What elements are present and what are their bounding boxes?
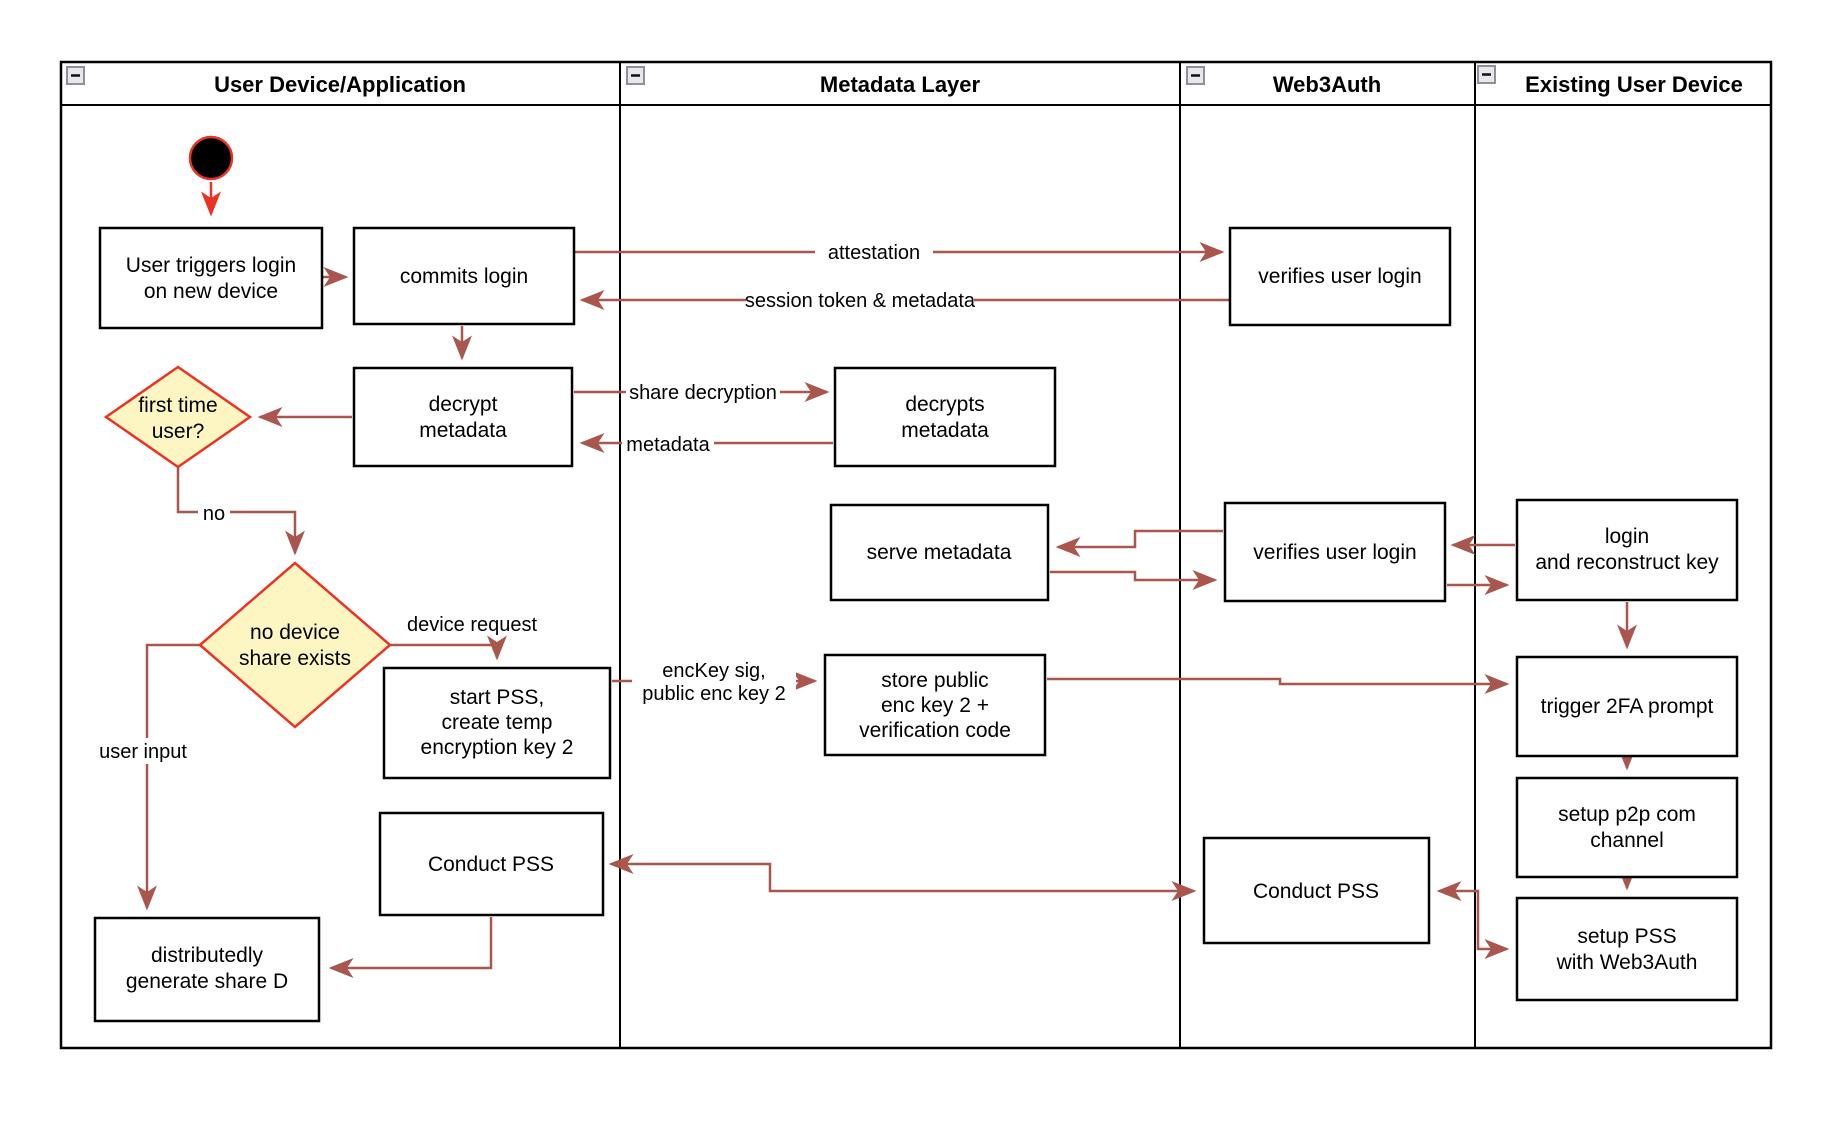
svg-text:start PSS,: start PSS, [450, 686, 545, 709]
svg-text:with Web3Auth: with Web3Auth [1556, 951, 1698, 974]
edge-label-attestation: attestation [815, 239, 933, 265]
svg-text:store public: store public [881, 669, 988, 692]
node-commits-login[interactable]: commits login [352, 226, 576, 326]
node-verifies-user-login-2[interactable]: verifies user login [1223, 501, 1447, 603]
svg-text:attestation: attestation [828, 242, 920, 264]
svg-text:User triggers login: User triggers login [126, 254, 296, 277]
svg-text:no device: no device [250, 621, 340, 644]
edge-user-input [137, 643, 200, 911]
edge-conduct-pss-link [608, 854, 1197, 901]
edge-store-to-2fa [1047, 674, 1510, 694]
svg-text:serve metadata: serve metadata [867, 541, 1012, 564]
svg-text:encryption key 2: encryption key 2 [421, 736, 574, 759]
svg-text:metadata: metadata [419, 419, 507, 442]
svg-text:decrypt: decrypt [429, 393, 498, 416]
edge-label-share-decryption: share decryption [626, 379, 780, 405]
svg-text:Conduct PSS: Conduct PSS [1253, 880, 1379, 903]
node-login-reconstruct-key[interactable]: login and reconstruct key [1515, 498, 1739, 602]
svg-text:Conduct PSS: Conduct PSS [428, 853, 554, 876]
svg-text:channel: channel [1590, 829, 1664, 852]
lane-header-metadata-layer: Metadata Layer [626, 66, 981, 97]
svg-text:distributedly: distributedly [151, 944, 264, 967]
lane-title-existing-device: Existing User Device [1525, 72, 1743, 97]
node-conduct-pss-device[interactable]: Conduct PSS [378, 811, 605, 917]
node-start-pss[interactable]: start PSS, create temp encryption key 2 [382, 666, 612, 780]
node-distributedly-generate[interactable]: distributedly generate share D [93, 916, 321, 1023]
svg-text:metadata: metadata [901, 419, 989, 442]
node-serve-metadata[interactable]: serve metadata [829, 503, 1050, 602]
svg-text:setup p2p com: setup p2p com [1558, 803, 1696, 826]
edge-label-session-token: session token & metadata [745, 287, 976, 313]
svg-text:no: no [203, 503, 225, 525]
node-setup-pss-web3auth[interactable]: setup PSS with Web3Auth [1515, 896, 1739, 1002]
svg-text:login: login [1605, 525, 1649, 548]
lane-header-web3auth: Web3Auth [1186, 66, 1381, 97]
decision-first-time-user[interactable]: first time user? [103, 365, 253, 469]
svg-text:first time: first time [138, 394, 217, 417]
collapse-icon[interactable] [1186, 66, 1205, 85]
edge-conduct-to-distributedly [328, 917, 493, 978]
edge-no-branch [176, 467, 305, 556]
svg-text:and reconstruct key: and reconstruct key [1535, 551, 1719, 574]
svg-text:encKey sig,: encKey sig, [662, 660, 765, 682]
svg-text:verifies user login: verifies user login [1258, 265, 1421, 288]
svg-text:share decryption: share decryption [629, 382, 777, 404]
collapse-icon[interactable] [1477, 65, 1496, 84]
edge-verifies2-to-serve [1055, 529, 1223, 557]
lane-header-existing-device: Existing User Device [1477, 65, 1743, 97]
edge-label-metadata: metadata [622, 431, 714, 457]
svg-text:setup PSS: setup PSS [1577, 925, 1676, 948]
svg-text:decrypts: decrypts [905, 393, 984, 416]
node-user-triggers-login[interactable]: User triggers login on new device [98, 226, 324, 330]
node-verifies-user-login-1[interactable]: verifies user login [1228, 226, 1452, 327]
lane-title-metadata-layer: Metadata Layer [820, 72, 981, 97]
edge-serve-to-verifies2 [1050, 570, 1218, 590]
node-store-public-key[interactable]: store public enc key 2 + verification co… [823, 653, 1047, 757]
start-node[interactable] [188, 135, 234, 181]
edge-label-user-input: user input [99, 738, 187, 764]
svg-text:verification code: verification code [859, 719, 1011, 742]
node-trigger-2fa[interactable]: trigger 2FA prompt [1515, 655, 1739, 758]
svg-text:user input: user input [99, 741, 187, 763]
edge-device-request [390, 635, 507, 661]
svg-text:on new device: on new device [144, 280, 278, 303]
decision-no-device-share[interactable]: no device share exists [198, 561, 392, 729]
node-decrypts-metadata[interactable]: decrypts metadata [833, 366, 1057, 468]
svg-text:public enc key 2: public enc key 2 [642, 683, 785, 705]
svg-text:device request: device request [407, 614, 538, 636]
svg-text:session token & metadata: session token & metadata [745, 290, 976, 312]
lane-title-web3auth: Web3Auth [1273, 72, 1381, 97]
svg-text:trigger 2FA prompt: trigger 2FA prompt [1541, 695, 1714, 718]
node-conduct-pss-web3auth[interactable]: Conduct PSS [1202, 836, 1431, 945]
edge-label-device-request: device request [407, 614, 538, 636]
node-decrypt-metadata[interactable]: decrypt metadata [352, 366, 574, 468]
edge-setup-pss-conduct-link [1436, 881, 1510, 959]
svg-text:generate share D: generate share D [126, 970, 288, 993]
svg-text:metadata: metadata [626, 434, 710, 456]
edge-label-enckey-sig: encKey sig, public enc key 2 [632, 659, 796, 706]
svg-text:create temp: create temp [442, 711, 553, 734]
edge-label-no: no [198, 500, 230, 525]
svg-text:user?: user? [152, 420, 205, 443]
collapse-icon[interactable] [66, 66, 85, 85]
collapse-icon[interactable] [626, 66, 645, 85]
svg-text:share exists: share exists [239, 647, 351, 670]
svg-text:enc key 2 +: enc key 2 + [881, 694, 989, 717]
svg-text:verifies user login: verifies user login [1253, 541, 1416, 564]
node-setup-p2p[interactable]: setup p2p com channel [1515, 776, 1739, 879]
lane-title-user-device: User Device/Application [214, 72, 466, 97]
svg-text:commits login: commits login [400, 265, 528, 288]
lane-header-user-device: User Device/Application [66, 66, 466, 97]
